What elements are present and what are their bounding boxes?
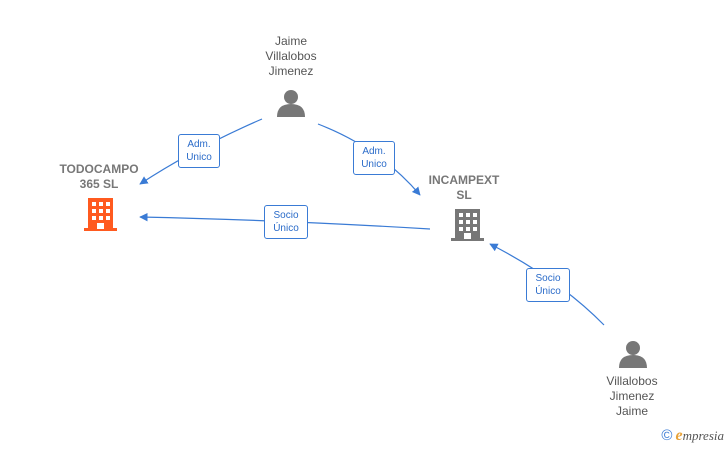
person-name-bottom[interactable]: Villalobos Jimenez Jaime: [606, 374, 658, 418]
edge-label-line: Socio: [273, 210, 299, 221]
person-name-top[interactable]: Jaime Villalobos Jimenez: [265, 34, 317, 78]
building-icon: [451, 209, 484, 241]
edge-label-line: Único: [273, 223, 299, 234]
brand-mark: e: [675, 427, 683, 444]
copyright-icon: ©: [661, 427, 673, 444]
edge-label-line: Adm.: [187, 139, 211, 150]
edge-label-adm-unico: Adm. Unico: [178, 134, 220, 168]
person-icon: [619, 341, 647, 368]
edge-label-line: Socio: [535, 273, 561, 284]
edge-label-line: Unico: [361, 159, 387, 170]
edge-label-adm-unico: Adm. Unico: [353, 141, 395, 175]
company-name-incampext[interactable]: INCAMPEXT SL: [428, 173, 500, 202]
edge-label-line: Unico: [186, 152, 212, 163]
empresia-logo: ©empresia: [661, 427, 724, 445]
edge-label-line: Único: [535, 286, 561, 297]
edge-label-socio-unico: Socio Único: [526, 268, 570, 302]
building-icon: [84, 198, 117, 231]
edge-label-line: Adm.: [362, 146, 386, 157]
company-name-todocampo[interactable]: TODOCAMPO 365 SL: [59, 162, 139, 191]
edge-label-socio-unico: Socio Único: [264, 205, 308, 239]
brand-name: mpresia: [682, 428, 724, 443]
person-icon: [277, 90, 305, 117]
